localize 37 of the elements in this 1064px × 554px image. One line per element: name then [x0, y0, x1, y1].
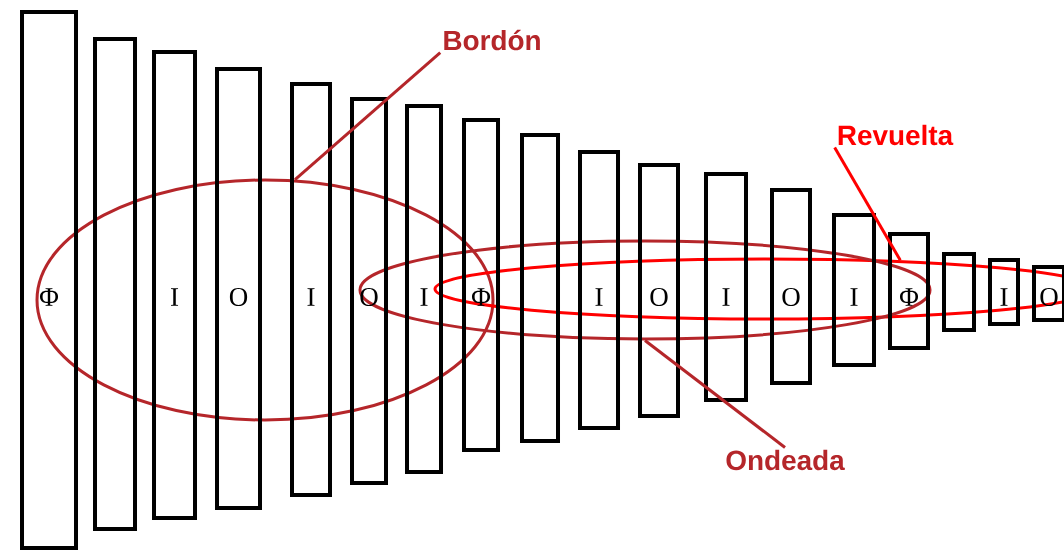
symbol: I	[1000, 288, 1008, 306]
bar	[350, 97, 388, 485]
bar	[578, 150, 620, 430]
ellipse-outline	[433, 257, 1064, 321]
symbol: I	[850, 288, 858, 306]
bar	[215, 67, 262, 510]
bar	[462, 118, 500, 452]
bar	[20, 10, 78, 550]
bar	[405, 104, 443, 474]
bar	[520, 133, 560, 443]
symbol: I	[722, 288, 730, 306]
symbol: Φ	[900, 288, 919, 306]
bar	[888, 232, 930, 350]
bar	[152, 50, 197, 520]
bar	[638, 163, 680, 418]
symbol: I	[307, 288, 315, 306]
label-text: Bordón	[444, 29, 540, 51]
label-text: Revuelta	[838, 124, 954, 146]
ellipse-outline	[35, 178, 495, 422]
bar	[704, 172, 748, 402]
symbol: Φ	[472, 288, 491, 306]
symbol: I	[171, 288, 179, 306]
bar	[770, 188, 812, 385]
symbol: O	[229, 287, 248, 307]
label-text: Ondeada	[726, 449, 845, 471]
bar	[290, 82, 332, 497]
leader-line	[833, 146, 902, 261]
symbol: O	[650, 287, 668, 307]
ellipse-outline	[358, 239, 932, 341]
symbol: Φ	[40, 288, 59, 306]
symbol: I	[420, 288, 428, 306]
symbol: O	[782, 287, 800, 307]
bar	[93, 37, 137, 531]
symbol: O	[1040, 287, 1058, 307]
symbol: I	[595, 288, 603, 306]
bar	[832, 213, 876, 367]
bar	[942, 252, 976, 332]
